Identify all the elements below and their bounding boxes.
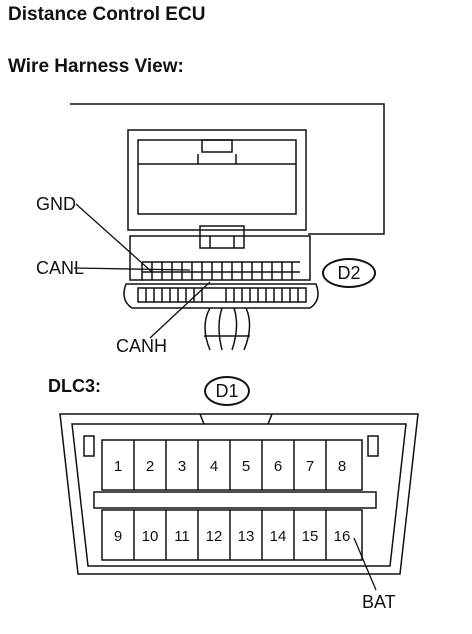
pin-4: 4 (209, 458, 219, 475)
pin-2: 2 (145, 458, 155, 475)
ecu-connector-d2 (123, 225, 319, 351)
pin-14: 14 (269, 528, 287, 545)
canh-label: CANH (116, 336, 168, 356)
ecu-housing (70, 103, 385, 235)
section-subtitle: Wire Harness View: (8, 56, 184, 77)
pin-8: 8 (337, 458, 347, 475)
bat-label: BAT (362, 592, 396, 612)
pin-16: 16 (333, 528, 351, 545)
pin-10: 10 (141, 528, 159, 545)
pin-3: 3 (177, 458, 187, 475)
pin-9: 9 (113, 528, 123, 545)
pin-15: 15 (301, 528, 319, 545)
pin-12: 12 (205, 528, 223, 545)
pin-13: 13 (237, 528, 255, 545)
pin-11: 11 (174, 528, 190, 545)
page-title: Distance Control ECU (8, 4, 206, 25)
dlc3-title: DLC3: (48, 376, 101, 396)
gnd-label: GND (36, 194, 76, 214)
pin-1: 1 (113, 458, 123, 475)
pin-5: 5 (241, 458, 251, 475)
canl-label: CANL (36, 258, 85, 278)
pin-6: 6 (273, 458, 283, 475)
connector-code-d1: D1 (204, 376, 250, 406)
dlc3-connector (59, 413, 419, 575)
connector-code-d2: D2 (322, 258, 376, 288)
leader-lines (73, 203, 377, 591)
pin-7: 7 (305, 458, 315, 475)
